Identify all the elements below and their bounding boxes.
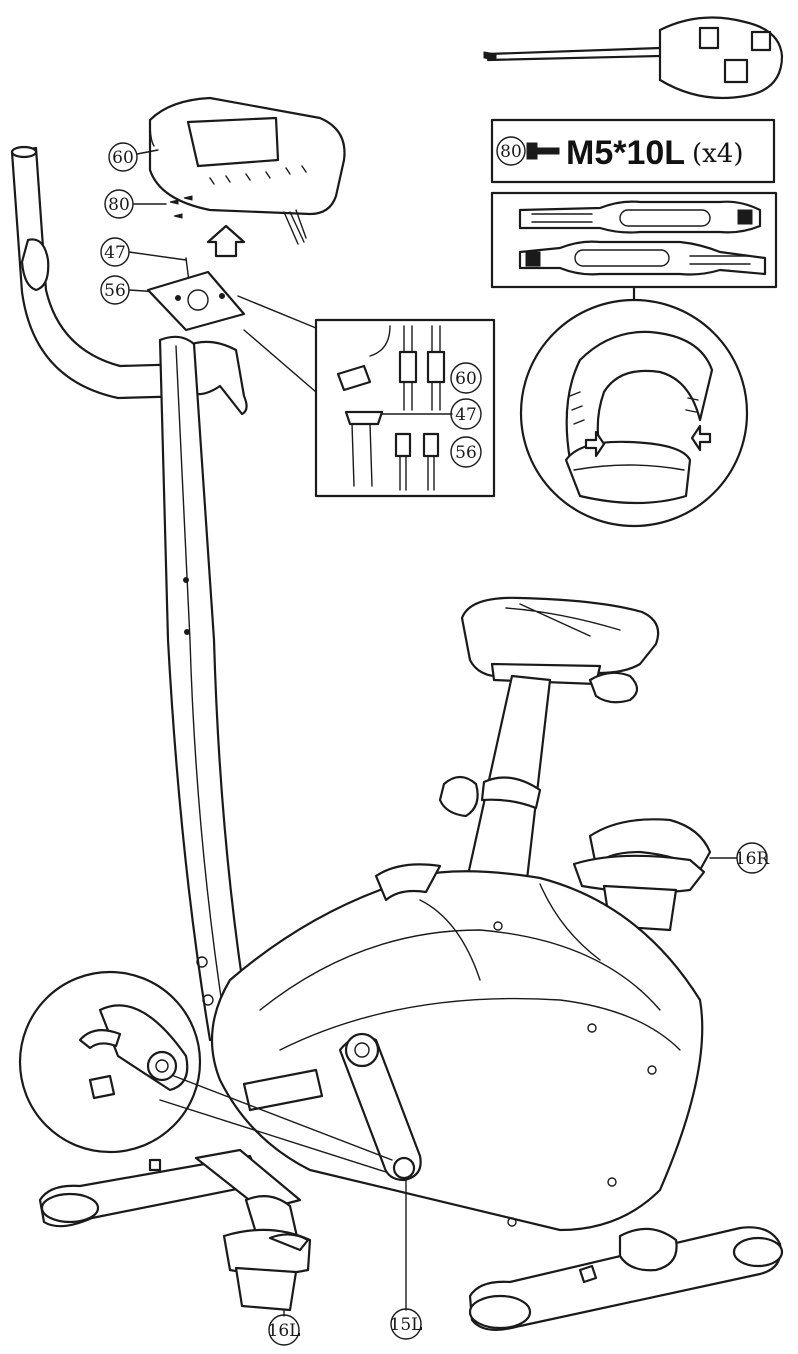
left-pedal: 16L	[222, 1195, 312, 1346]
callout-detail-56: 56	[455, 443, 477, 463]
crank-detail	[18, 970, 393, 1173]
pedal-straps-box	[490, 191, 778, 302]
multi-tool	[483, 16, 784, 100]
bike-body	[210, 863, 704, 1232]
callout-console: 60	[112, 148, 134, 168]
front-stabilizer	[38, 1148, 302, 1228]
callout-left-pedal: 16L	[268, 1321, 301, 1341]
hardware-box: 80 M5*10L (x4)	[490, 118, 776, 184]
crank-arm: 15L	[338, 1032, 423, 1340]
callout-left-crank: 15L	[390, 1315, 423, 1335]
hardware-spec: M5*10L	[566, 134, 685, 172]
console-mount-plate: 47 56	[100, 237, 246, 332]
callout-detail-47: 47	[455, 405, 477, 425]
callout-right-pedal: 16R	[735, 849, 771, 869]
hardware-qty: (x4)	[692, 139, 744, 169]
hardware-part-label: 80	[500, 142, 522, 162]
connector-detail-box: 60 47 56	[237, 295, 496, 498]
callout-cable-47: 47	[104, 243, 126, 263]
rear-stabilizer	[468, 1226, 784, 1331]
seat-assembly	[438, 596, 660, 890]
callout-cable-56: 56	[104, 281, 126, 301]
callout-detail-60: 60	[455, 369, 477, 389]
callout-screw: 80	[108, 195, 130, 215]
console: 60 80	[104, 96, 346, 258]
pedal-strap-detail	[519, 298, 749, 528]
